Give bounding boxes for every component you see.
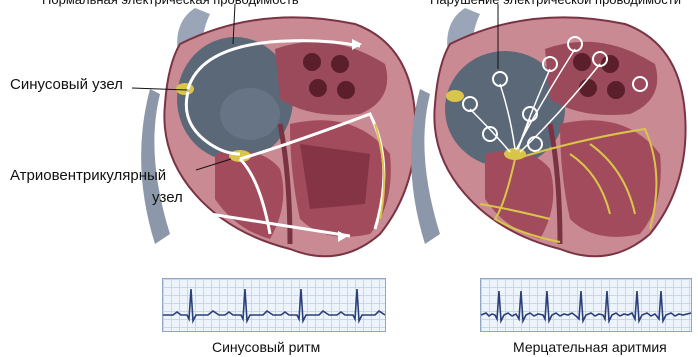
label-av-node-line2: узел	[152, 189, 183, 207]
leader-sinus-node	[132, 80, 192, 100]
leader-av-node	[196, 155, 236, 175]
leader-top-right	[493, 4, 503, 74]
ecg-strip-afib	[480, 278, 692, 332]
caption-atrial-fibrillation: Мерцательная аритмия	[513, 339, 667, 355]
label-av-node-line1: Атриовентрикулярный	[10, 167, 166, 185]
heart-normal	[140, 4, 430, 274]
leader-top-left	[230, 4, 240, 49]
label-sinus-node: Синусовый узел	[10, 76, 123, 94]
caption-sinus-rhythm: Синусовый ритм	[212, 339, 320, 355]
ecg-strip-sinus	[162, 278, 386, 332]
heart-fibrillation	[410, 4, 698, 274]
